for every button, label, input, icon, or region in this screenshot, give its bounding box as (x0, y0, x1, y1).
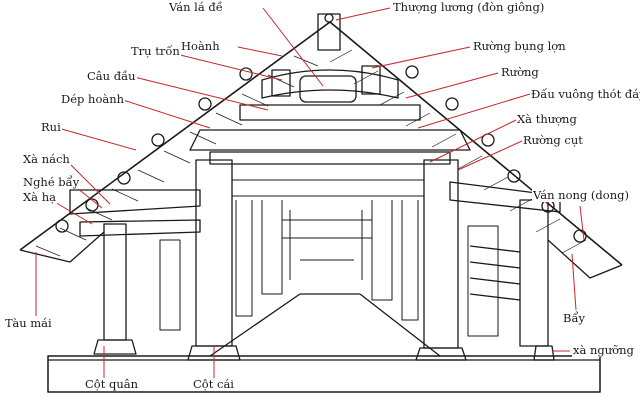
upper-beam (239, 104, 421, 121)
label-xa-nguong: xà ngưỡng (572, 343, 635, 357)
side-beam-right (449, 181, 561, 213)
side-beam-left (69, 189, 201, 215)
label-xa-ha: Xà hạ (22, 190, 57, 204)
kingpost-left (271, 69, 291, 97)
tie-beam (189, 129, 471, 151)
label-dau-vuong: Đấu vuông thót đáy (530, 88, 640, 101)
purlin-circles (55, 65, 587, 243)
kingpost-right (361, 65, 381, 95)
label-ruong: Rường (500, 65, 540, 79)
label-nghe-bay: Nghé bẩy (22, 175, 81, 189)
label-rui: Rui (40, 120, 62, 134)
label-dep-hoanh: Dép hoành (60, 92, 126, 106)
ridge-purlin (324, 13, 334, 23)
label-ruong-bung-lon: Rường bụng lợn (472, 39, 567, 53)
label-xa-nach: Xà nách (22, 152, 71, 166)
label-xa-thuong: Xà thượng (516, 112, 578, 126)
base-platform (47, 355, 601, 393)
label-tru-tron: Trụ trốn (130, 44, 181, 58)
leader-lines (35, 7, 585, 378)
label-ruong-cut: Rường cụt (522, 133, 584, 147)
label-cot-quan: Cột quân (84, 377, 140, 391)
label-hoanh: Hoành (180, 39, 221, 53)
label-cot-cai: Cột cái (192, 377, 235, 391)
side-lattice-right (469, 245, 521, 301)
label-bay: Bẩy (562, 311, 586, 325)
belly-rafter (261, 69, 399, 99)
lower-beam-left (79, 219, 201, 237)
label-tau-mai: Tàu mái (4, 316, 53, 330)
roof-eave-right (547, 239, 623, 279)
label-van-nong: Ván nong (dong) (532, 188, 630, 202)
top-beam (209, 151, 451, 165)
label-van-la-de: Ván lá đề (168, 0, 224, 14)
floor-perspective (209, 293, 441, 357)
label-thuong-luong: Thượng lương (đòn giông) (392, 0, 546, 14)
corridor (159, 179, 499, 337)
rafter-hatch-left (35, 55, 319, 257)
ornate-panel (299, 75, 357, 103)
roof-eave-left (19, 231, 105, 263)
label-cau-dau: Câu đầu (86, 69, 137, 83)
